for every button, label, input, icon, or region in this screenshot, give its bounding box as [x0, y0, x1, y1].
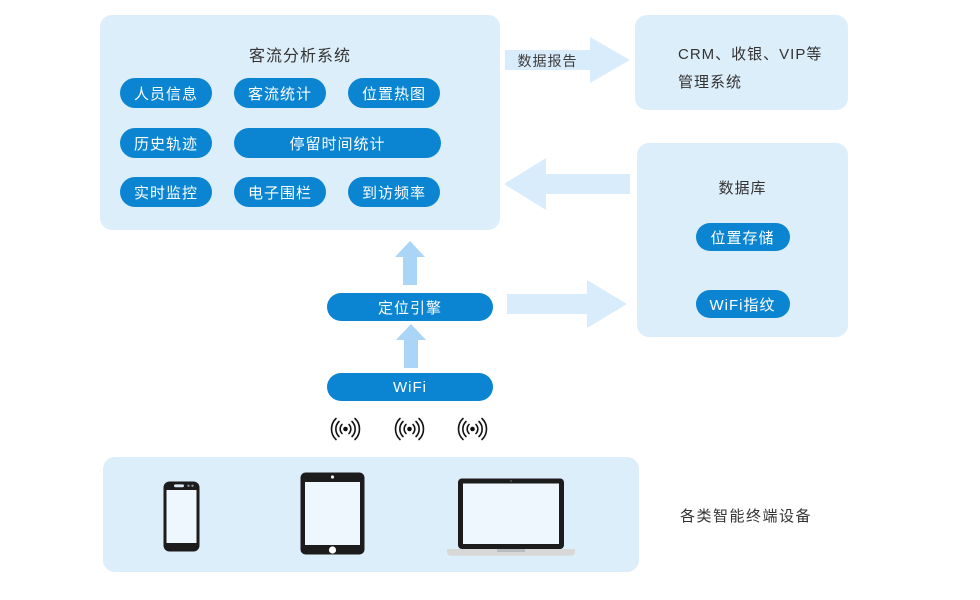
database-panel: 数据库 位置存储 WiFi指纹 — [637, 143, 848, 337]
feature-button-history-track[interactable]: 历史轨迹 — [120, 128, 212, 158]
data-report-arrow-icon — [505, 37, 630, 83]
engine-to-database-arrow-icon — [507, 280, 627, 328]
positioning-engine-button[interactable]: 定位引擎 — [327, 293, 493, 321]
feature-button-person-info[interactable]: 人员信息 — [120, 78, 212, 108]
crm-line-1: CRM、收银、VIP等 — [678, 46, 823, 63]
db-button-wifi-fingerprint[interactable]: WiFi指纹 — [695, 290, 790, 318]
analysis-row-2: 历史轨迹 停留时间统计 — [120, 128, 441, 158]
engine-to-analysis-arrow-icon — [395, 241, 425, 285]
db-button-location-storage[interactable]: 位置存储 — [695, 223, 790, 251]
feature-button-flow-stats[interactable]: 客流统计 — [234, 78, 326, 108]
laptop-icon — [447, 478, 575, 556]
smartphone-icon — [163, 481, 200, 552]
data-report-arrow-label: 数据报告 — [517, 53, 578, 69]
feature-button-geo-fence[interactable]: 电子围栏 — [234, 177, 326, 207]
tablet-icon — [300, 472, 365, 555]
devices-panel — [103, 457, 639, 572]
devices-label: 各类智能终端设备 — [680, 508, 813, 525]
wifi-to-engine-arrow-icon — [396, 324, 426, 368]
feature-button-realtime-monitor[interactable]: 实时监控 — [120, 177, 212, 207]
analysis-row-3: 实时监控 电子围栏 到访频率 — [120, 177, 440, 207]
database-panel-title: 数据库 — [718, 180, 767, 197]
crm-line-2: 管理系统 — [678, 74, 743, 91]
crm-panel: CRM、收银、VIP等 管理系统 — [635, 15, 848, 110]
crm-panel-text: CRM、收银、VIP等 管理系统 — [678, 41, 822, 97]
analysis-row-1: 人员信息 客流统计 位置热图 — [120, 78, 440, 108]
feature-button-visit-frequency[interactable]: 到访频率 — [348, 177, 440, 207]
analysis-panel: 客流分析系统 人员信息 客流统计 位置热图 历史轨迹 停留时间统计 实时监控 电… — [100, 15, 500, 230]
wifi-signal-icon — [394, 417, 425, 441]
feature-button-dwell-time[interactable]: 停留时间统计 — [234, 128, 441, 158]
wifi-button[interactable]: WiFi — [327, 373, 493, 401]
wifi-signal-icon — [457, 417, 488, 441]
wifi-signal-icon — [330, 417, 361, 441]
feature-button-heatmap[interactable]: 位置热图 — [348, 78, 440, 108]
analysis-panel-title: 客流分析系统 — [248, 48, 351, 65]
database-to-analysis-arrow-icon — [504, 158, 630, 210]
